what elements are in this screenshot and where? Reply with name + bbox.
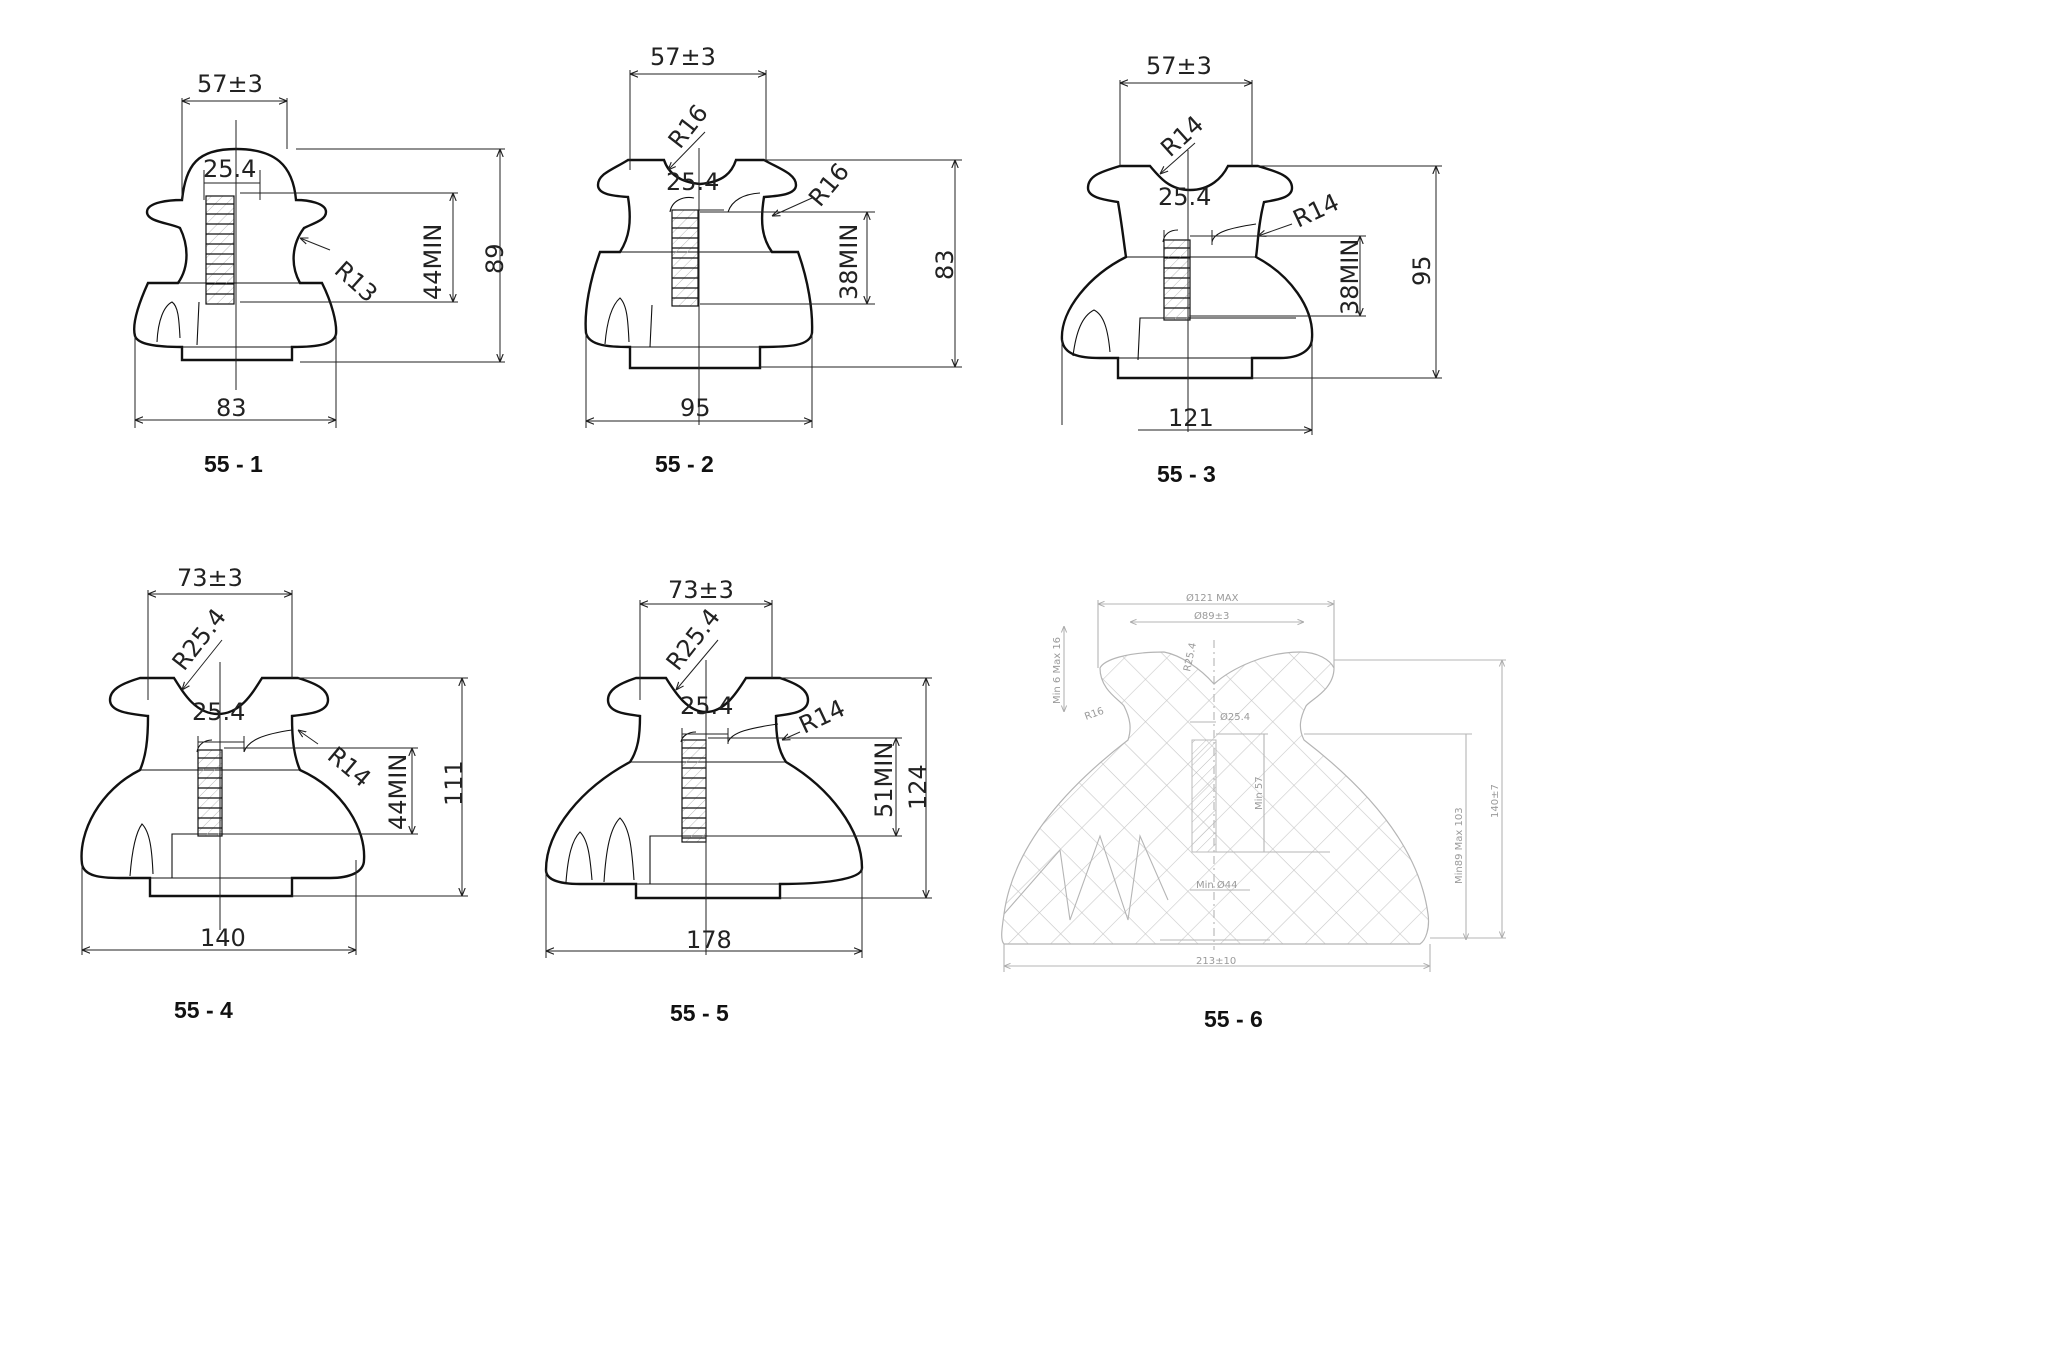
dim-base-width: 95 <box>680 394 711 422</box>
dim-height: 124 <box>904 764 932 810</box>
dim-min-depth: Min 57 <box>1254 776 1265 810</box>
dim-side-radius: R16 <box>803 158 855 212</box>
dim-top-width: 57±3 <box>650 43 716 71</box>
drawing-label: 55 - 1 <box>204 451 263 477</box>
dim-top-radius: R25.4 <box>661 603 726 675</box>
drawing-55-6: Ø121 MAX Ø89±3 R25.4 Ø25.4 Min 6 Max 16 … <box>1001 592 1506 1032</box>
drawing-label: 55 - 3 <box>1157 461 1216 487</box>
dim-top-width: 73±3 <box>668 576 734 604</box>
dim-hole-dia: 25.4 <box>192 698 245 726</box>
dim-side-radius: R14 <box>322 741 376 793</box>
dim-hole-dia: 25.4 <box>680 692 733 720</box>
insulator-outline <box>80 676 366 898</box>
dim-skirt-thickness: Min 6 Max 16 <box>1052 637 1063 704</box>
dim-top-radius: R25.4 <box>167 603 232 675</box>
pin-thread <box>681 739 707 843</box>
dim-top-width: 57±3 <box>1146 52 1212 80</box>
insulator-drawing-sheet: 57±3 25.4 44MIN 89 R13 83 55 - 1 57±3 R1… <box>80 43 1506 1032</box>
pin-thread <box>205 195 235 305</box>
pin-thread <box>197 749 223 837</box>
dim-depth: 38MIN <box>1336 239 1364 315</box>
dim-side-radius: R14 <box>1289 188 1344 233</box>
insulator-outline <box>133 147 338 362</box>
drawing-label: 55 - 4 <box>174 997 233 1023</box>
drawing-55-2: 57±3 R16 25.4 R16 38MIN 83 95 55 - 2 <box>584 43 962 477</box>
dim-base-width: 213±10 <box>1196 956 1236 967</box>
drawing-55-4: 73±3 R25.4 25.4 R14 44MIN 111 140 55 - 4 <box>80 564 468 1023</box>
dim-height: 95 <box>1408 255 1436 286</box>
drawing-label: 55 - 6 <box>1204 1006 1263 1032</box>
dim-radius: R13 <box>329 256 383 308</box>
dim-depth: 38MIN <box>835 224 863 300</box>
dim-top-radius: R16 <box>663 99 714 153</box>
drawing-label: 55 - 5 <box>670 1000 729 1026</box>
dim-hole-dia: 25.4 <box>666 168 719 196</box>
dim-height: 83 <box>931 249 959 280</box>
drawing-55-5: 73±3 R25.4 25.4 R14 51MIN 124 178 55 - 5 <box>544 576 932 1026</box>
dim-hole-dia: 25.4 <box>1158 183 1211 211</box>
dim-overall-height: 140±7 <box>1490 784 1501 818</box>
dim-top-width: 57±3 <box>197 70 263 98</box>
drawing-55-3: 57±3 R14 25.4 R14 38MIN 95 121 55 - 3 <box>1060 52 1442 487</box>
dim-hole-dia: 25.4 <box>203 155 256 183</box>
pin-thread <box>1163 239 1191 321</box>
drawing-55-1: 57±3 25.4 44MIN 89 R13 83 55 - 1 <box>133 70 509 477</box>
pin-thread <box>1191 739 1217 853</box>
dim-top-diameter: Ø89±3 <box>1194 610 1229 622</box>
dim-base-width: 140 <box>200 924 246 952</box>
dim-depth: 44MIN <box>419 224 447 300</box>
dim-body-height: Min89 Max 103 <box>1454 807 1465 884</box>
dim-min-base-dia: Min Ø44 <box>1196 879 1238 891</box>
dim-hole-dia: Ø25.4 <box>1220 711 1250 723</box>
dim-side-radius: R14 <box>795 694 850 739</box>
dim-top-radius: R14 <box>1155 110 1209 162</box>
dim-base-width: 83 <box>216 394 247 422</box>
dim-base-width: 121 <box>1168 404 1214 432</box>
dim-height: 89 <box>481 243 509 274</box>
dim-depth: 51MIN <box>870 742 898 818</box>
drawing-label: 55 - 2 <box>655 451 714 477</box>
dim-top-width: 73±3 <box>177 564 243 592</box>
dim-base-width: 178 <box>686 926 732 954</box>
dim-max-diameter: Ø121 MAX <box>1186 592 1239 604</box>
dim-depth: 44MIN <box>384 754 412 830</box>
dim-height: 111 <box>440 760 468 806</box>
dim-side-radius: R16 <box>1083 706 1105 723</box>
